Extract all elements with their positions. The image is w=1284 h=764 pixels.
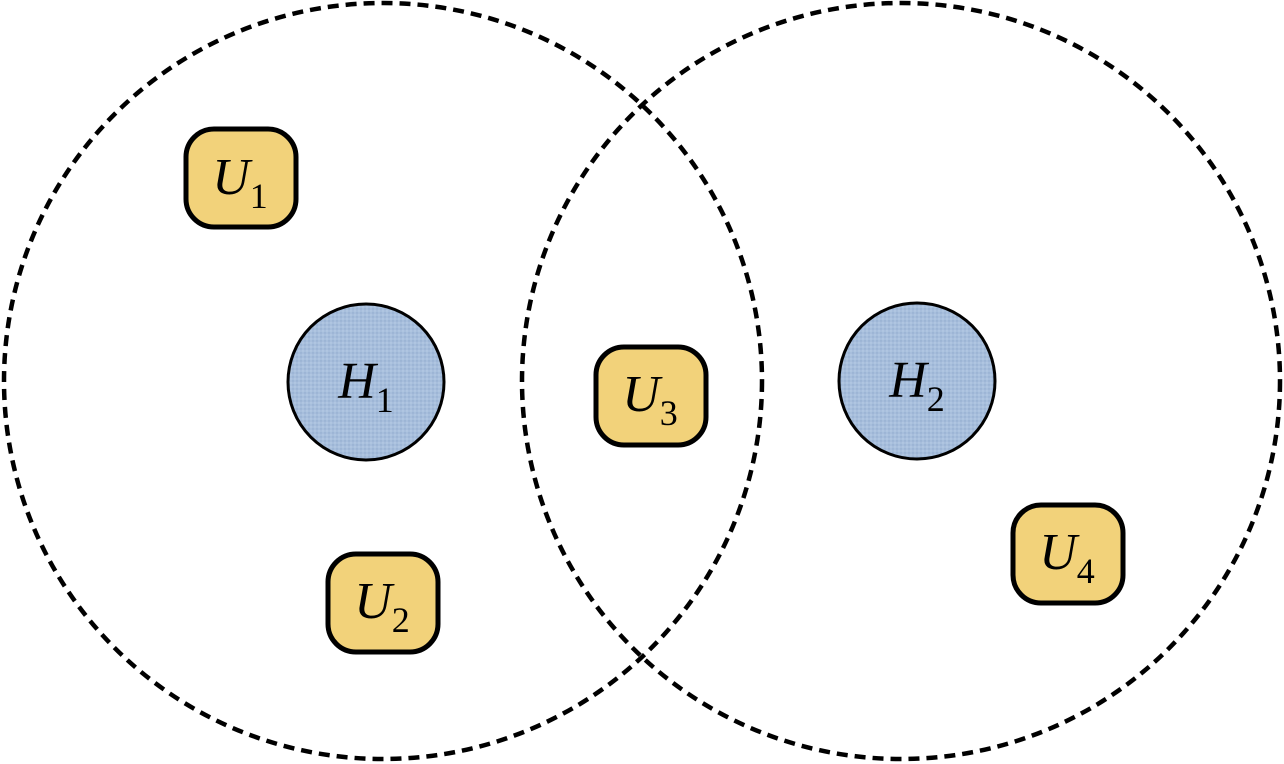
svg-text:H2: H2	[888, 352, 945, 419]
user-subscript-u2: 2	[392, 600, 410, 640]
user-node-u4: U4	[1010, 502, 1126, 606]
user-subscript-u3: 3	[660, 393, 678, 433]
svg-text:U2: U2	[354, 573, 410, 640]
user-node-u1: U1	[183, 126, 299, 230]
hub-node-h2: H2	[837, 301, 997, 461]
svg-text:U3: U3	[622, 366, 678, 433]
svg-text:H1: H1	[337, 353, 394, 420]
user-label-u3: U	[622, 366, 663, 423]
user-subscript-u4: 4	[1077, 551, 1095, 591]
hub-label-h2: H	[888, 352, 929, 409]
coverage-range-h1	[1, 0, 765, 762]
user-label-u1: U	[212, 149, 253, 206]
user-node-u2: U2	[325, 551, 441, 655]
svg-text:U1: U1	[212, 149, 268, 216]
user-label-u4: U	[1039, 524, 1080, 581]
user-subscript-u1: 1	[250, 176, 268, 216]
svg-text:U4: U4	[1039, 524, 1095, 591]
hub-label-h1: H	[337, 353, 378, 410]
coverage-range-h2	[519, 0, 1283, 762]
user-node-u3: U3	[593, 344, 709, 448]
hub-subscript-h2: 2	[927, 379, 945, 419]
user-label-u2: U	[354, 573, 395, 630]
hub-subscript-h1: 1	[376, 380, 394, 420]
hub-node-h1: H1	[286, 302, 446, 462]
